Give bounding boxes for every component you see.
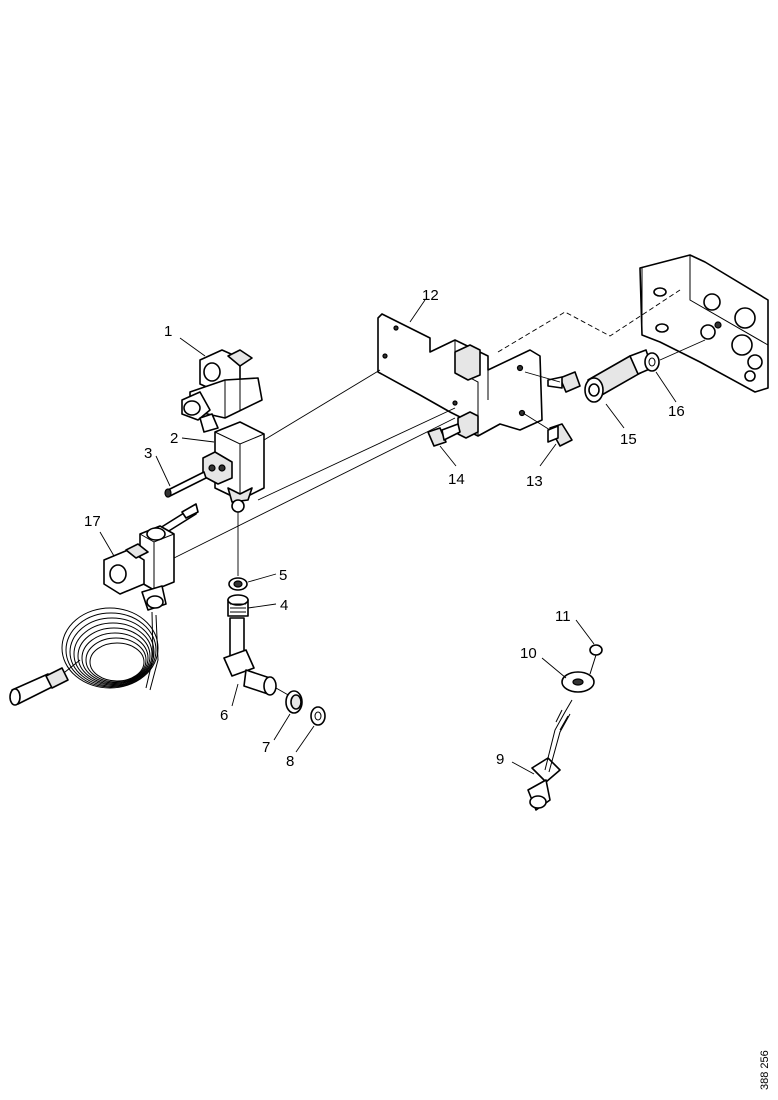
callout-9: 9 bbox=[496, 751, 504, 768]
callout-4: 4 bbox=[280, 597, 288, 614]
callout-labels: 1 2 3 4 5 6 7 8 9 10 11 12 13 14 15 16 1… bbox=[84, 287, 685, 770]
clip-10 bbox=[561, 671, 595, 693]
callout-14: 14 bbox=[448, 471, 465, 488]
bolt-13 bbox=[547, 423, 573, 447]
assembly-line bbox=[524, 371, 561, 383]
assembly-line bbox=[257, 407, 456, 501]
callout-5: 5 bbox=[279, 567, 287, 584]
callout-2: 2 bbox=[170, 430, 178, 447]
callout-11: 11 bbox=[555, 608, 571, 625]
bolt-14 bbox=[427, 423, 461, 447]
drawing-number: 388 256 bbox=[759, 1050, 771, 1090]
callout-7: 7 bbox=[262, 739, 270, 756]
solenoid-valve-1 bbox=[181, 349, 263, 433]
screws-3 bbox=[156, 471, 207, 536]
callout-17: 17 bbox=[84, 513, 101, 530]
assembly-line bbox=[659, 339, 706, 361]
assembly-line bbox=[497, 289, 681, 353]
fitting-15 bbox=[584, 349, 653, 403]
assembly-line bbox=[169, 417, 456, 561]
bolt-15-side bbox=[547, 371, 581, 393]
bracket-12 bbox=[377, 313, 543, 439]
callout-13: 13 bbox=[526, 473, 543, 490]
fitting-4 bbox=[227, 594, 249, 617]
assembly-line bbox=[522, 412, 551, 431]
solenoid-valve-17 bbox=[103, 525, 175, 611]
callout-16: 16 bbox=[668, 403, 685, 420]
washer-8 bbox=[310, 706, 326, 726]
sensor-9 bbox=[527, 699, 573, 811]
assembly-line bbox=[263, 369, 381, 441]
callout-12: 12 bbox=[422, 287, 439, 304]
sensor-probe bbox=[9, 667, 69, 706]
washer-16 bbox=[644, 352, 660, 372]
elbow-6 bbox=[223, 617, 277, 696]
callout-15: 15 bbox=[620, 431, 637, 448]
nut-5 bbox=[228, 577, 248, 591]
callout-8: 8 bbox=[286, 753, 294, 770]
callout-1: 1 bbox=[164, 323, 172, 340]
callout-3: 3 bbox=[144, 445, 152, 462]
callout-10: 10 bbox=[520, 645, 537, 662]
callout-6: 6 bbox=[220, 707, 228, 724]
screw-11 bbox=[589, 644, 603, 675]
valve-body-2 bbox=[202, 421, 265, 513]
callout-leaders bbox=[99, 299, 677, 775]
nut-7 bbox=[285, 690, 303, 714]
mounting-bracket-plate bbox=[639, 254, 769, 393]
capillary-coil bbox=[59, 607, 159, 691]
